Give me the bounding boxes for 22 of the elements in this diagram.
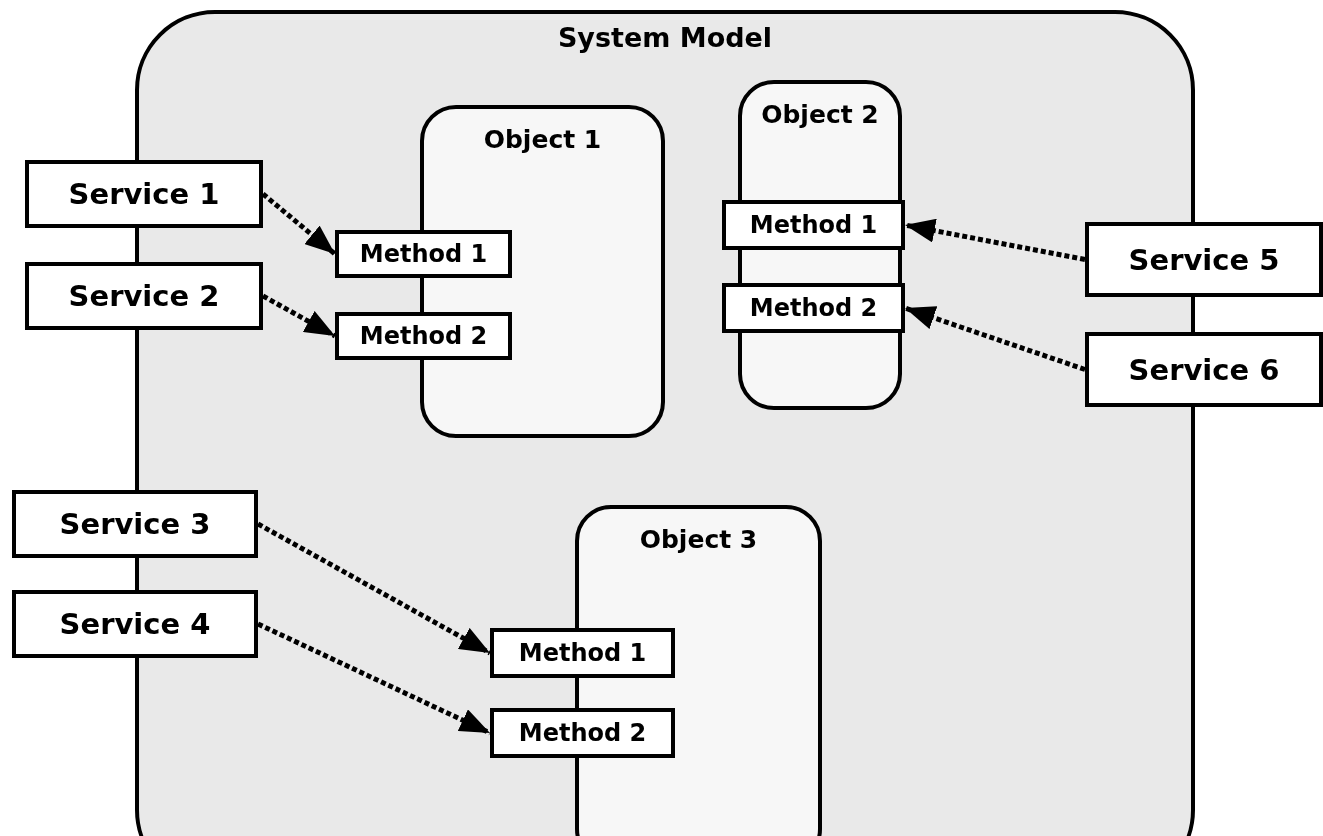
service-box: Service 4	[12, 590, 258, 658]
arrow	[256, 521, 492, 656]
service-box: Service 1	[25, 160, 263, 228]
method-box: Method 2	[490, 708, 675, 758]
arrow	[904, 305, 1086, 372]
method-box: Method 1	[335, 230, 512, 278]
object-label: Object 2	[760, 100, 880, 129]
service-box: Service 3	[12, 490, 258, 558]
arrow	[256, 621, 492, 736]
arrow	[904, 218, 1086, 262]
method-box: Method 2	[722, 283, 905, 333]
service-box: Service 2	[25, 262, 263, 330]
method-box: Method 1	[722, 200, 905, 250]
model-label: System Model	[556, 22, 774, 53]
method-box: Method 2	[335, 312, 512, 360]
arrow	[261, 192, 337, 256]
object-label: Object 1	[482, 125, 603, 154]
method-box: Method 1	[490, 628, 675, 678]
service-box: Service 6	[1085, 332, 1323, 407]
service-box: Service 5	[1085, 222, 1323, 297]
arrow	[261, 293, 337, 339]
object-label: Object 3	[638, 525, 759, 554]
